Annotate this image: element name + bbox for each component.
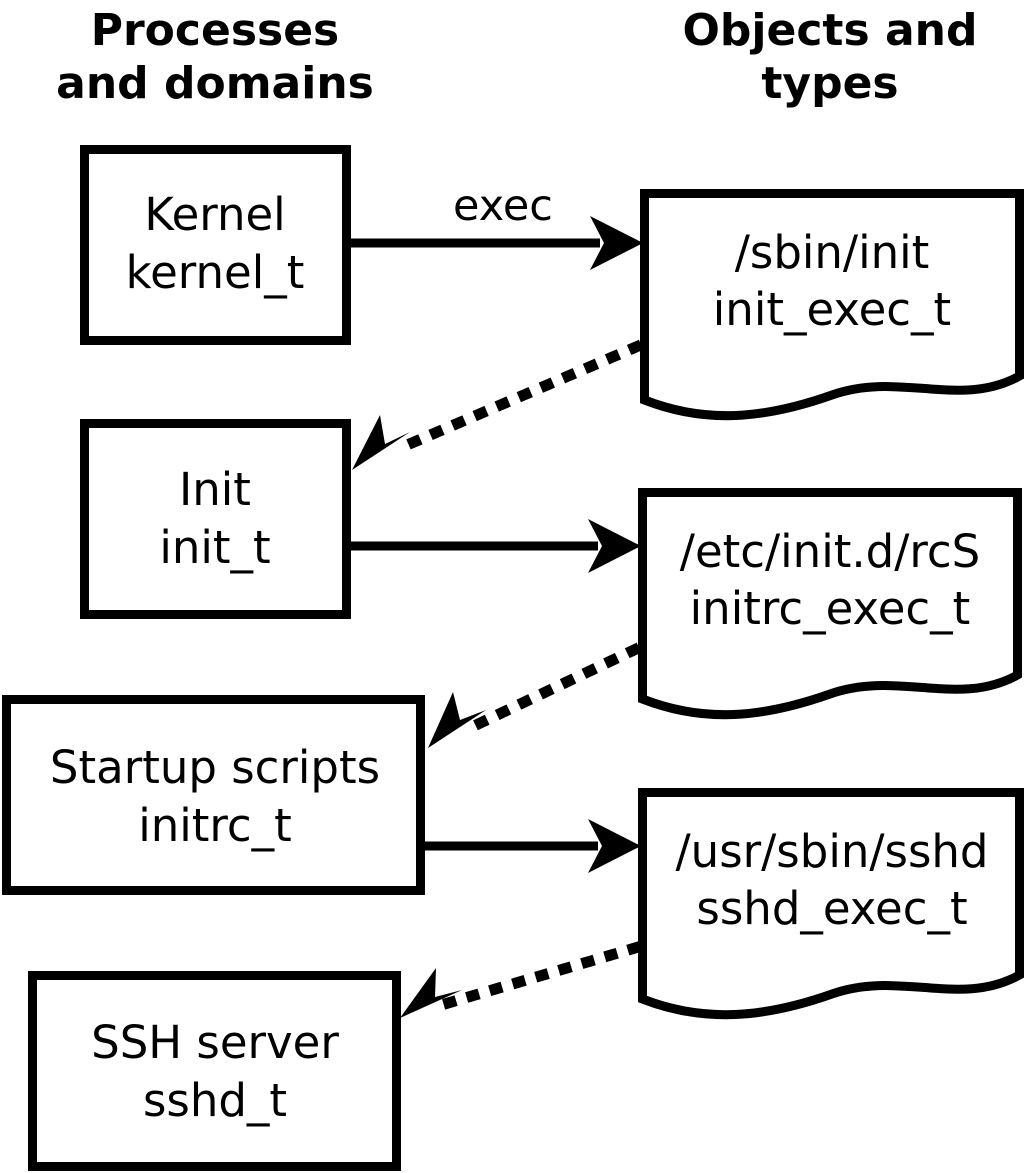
object-node-sshd-exec[interactable]: /usr/sbin/sshd sshd_exec_t <box>638 788 1024 1020</box>
edge-kernel-exec-init-exec[interactable]: exec <box>346 181 643 270</box>
sshd-exec-document-shape[interactable] <box>638 788 1024 1020</box>
edge-init-exec-transition-init[interactable] <box>352 339 644 470</box>
init-label-line1: Init <box>179 463 251 516</box>
initrc-label-line1: Startup scripts <box>50 741 380 794</box>
edge-label-exec: exec <box>453 181 553 231</box>
initrc-exec-label-line1: /etc/init.d/rcS <box>680 525 980 578</box>
initrc-label-line2: initrc_t <box>138 799 292 852</box>
init-label-line2: init_t <box>159 521 270 574</box>
edge-initrc-exec-sshd-exec[interactable] <box>420 819 641 873</box>
init-transition-arrowhead <box>352 415 410 470</box>
sshd-exec-label-line2: sshd_exec_t <box>696 882 967 935</box>
kernel-label-line1: Kernel <box>144 188 285 241</box>
init-exec-arrowhead <box>588 519 641 573</box>
column-header-processes: Processes and domains <box>56 5 374 109</box>
column-header-objects: Objects and types <box>683 5 978 109</box>
object-node-init-exec[interactable]: /sbin/init init_exec_t <box>640 189 1024 421</box>
sshd-exec-label-line1: /usr/sbin/sshd <box>676 825 989 878</box>
process-node-sshd[interactable]: SSH server sshd_t <box>28 971 401 1171</box>
init-exec-document-shape[interactable] <box>640 189 1024 421</box>
sshd-box[interactable] <box>28 971 401 1171</box>
processes-header-line2: and domains <box>56 58 374 109</box>
edge-init-exec-initrc-exec[interactable] <box>346 519 641 573</box>
initrc-exec-label-line2: initrc_exec_t <box>690 582 971 635</box>
initrc-box[interactable] <box>2 695 425 895</box>
init-box[interactable] <box>80 419 351 619</box>
initrc-transition-arrowhead <box>428 692 486 748</box>
sshd-transition-arrowhead <box>400 968 462 1018</box>
init-transition-dotted-line <box>392 339 644 456</box>
init-exec-label-line2: init_exec_t <box>713 283 951 336</box>
process-node-kernel[interactable]: Kernel kernel_t <box>80 145 351 345</box>
kernel-box[interactable] <box>80 145 351 345</box>
init-exec-label-line1: /sbin/init <box>735 226 930 279</box>
initrc-exec-document-shape[interactable] <box>638 488 1022 720</box>
object-node-initrc-exec[interactable]: /etc/init.d/rcS initrc_exec_t <box>638 488 1022 720</box>
sshd-label-line2: sshd_t <box>143 1074 287 1127</box>
kernel-label-line2: kernel_t <box>126 246 305 299</box>
process-node-initrc[interactable]: Startup scripts initrc_t <box>2 695 425 895</box>
objects-header-line1: Objects and <box>683 5 978 56</box>
sshd-transition-dotted-line <box>441 941 642 1010</box>
objects-header-line2: types <box>761 58 898 109</box>
edge-initrc-exec-transition-initrc[interactable] <box>428 642 642 748</box>
sshd-label-line1: SSH server <box>91 1016 339 1069</box>
process-node-init[interactable]: Init init_t <box>80 419 351 619</box>
processes-header-line1: Processes <box>91 5 340 56</box>
kernel-exec-arrowhead <box>590 216 643 270</box>
initrc-exec-arrowhead <box>588 819 641 873</box>
edge-sshd-exec-transition-sshd[interactable] <box>400 941 642 1018</box>
initrc-transition-dotted-line <box>466 642 642 734</box>
